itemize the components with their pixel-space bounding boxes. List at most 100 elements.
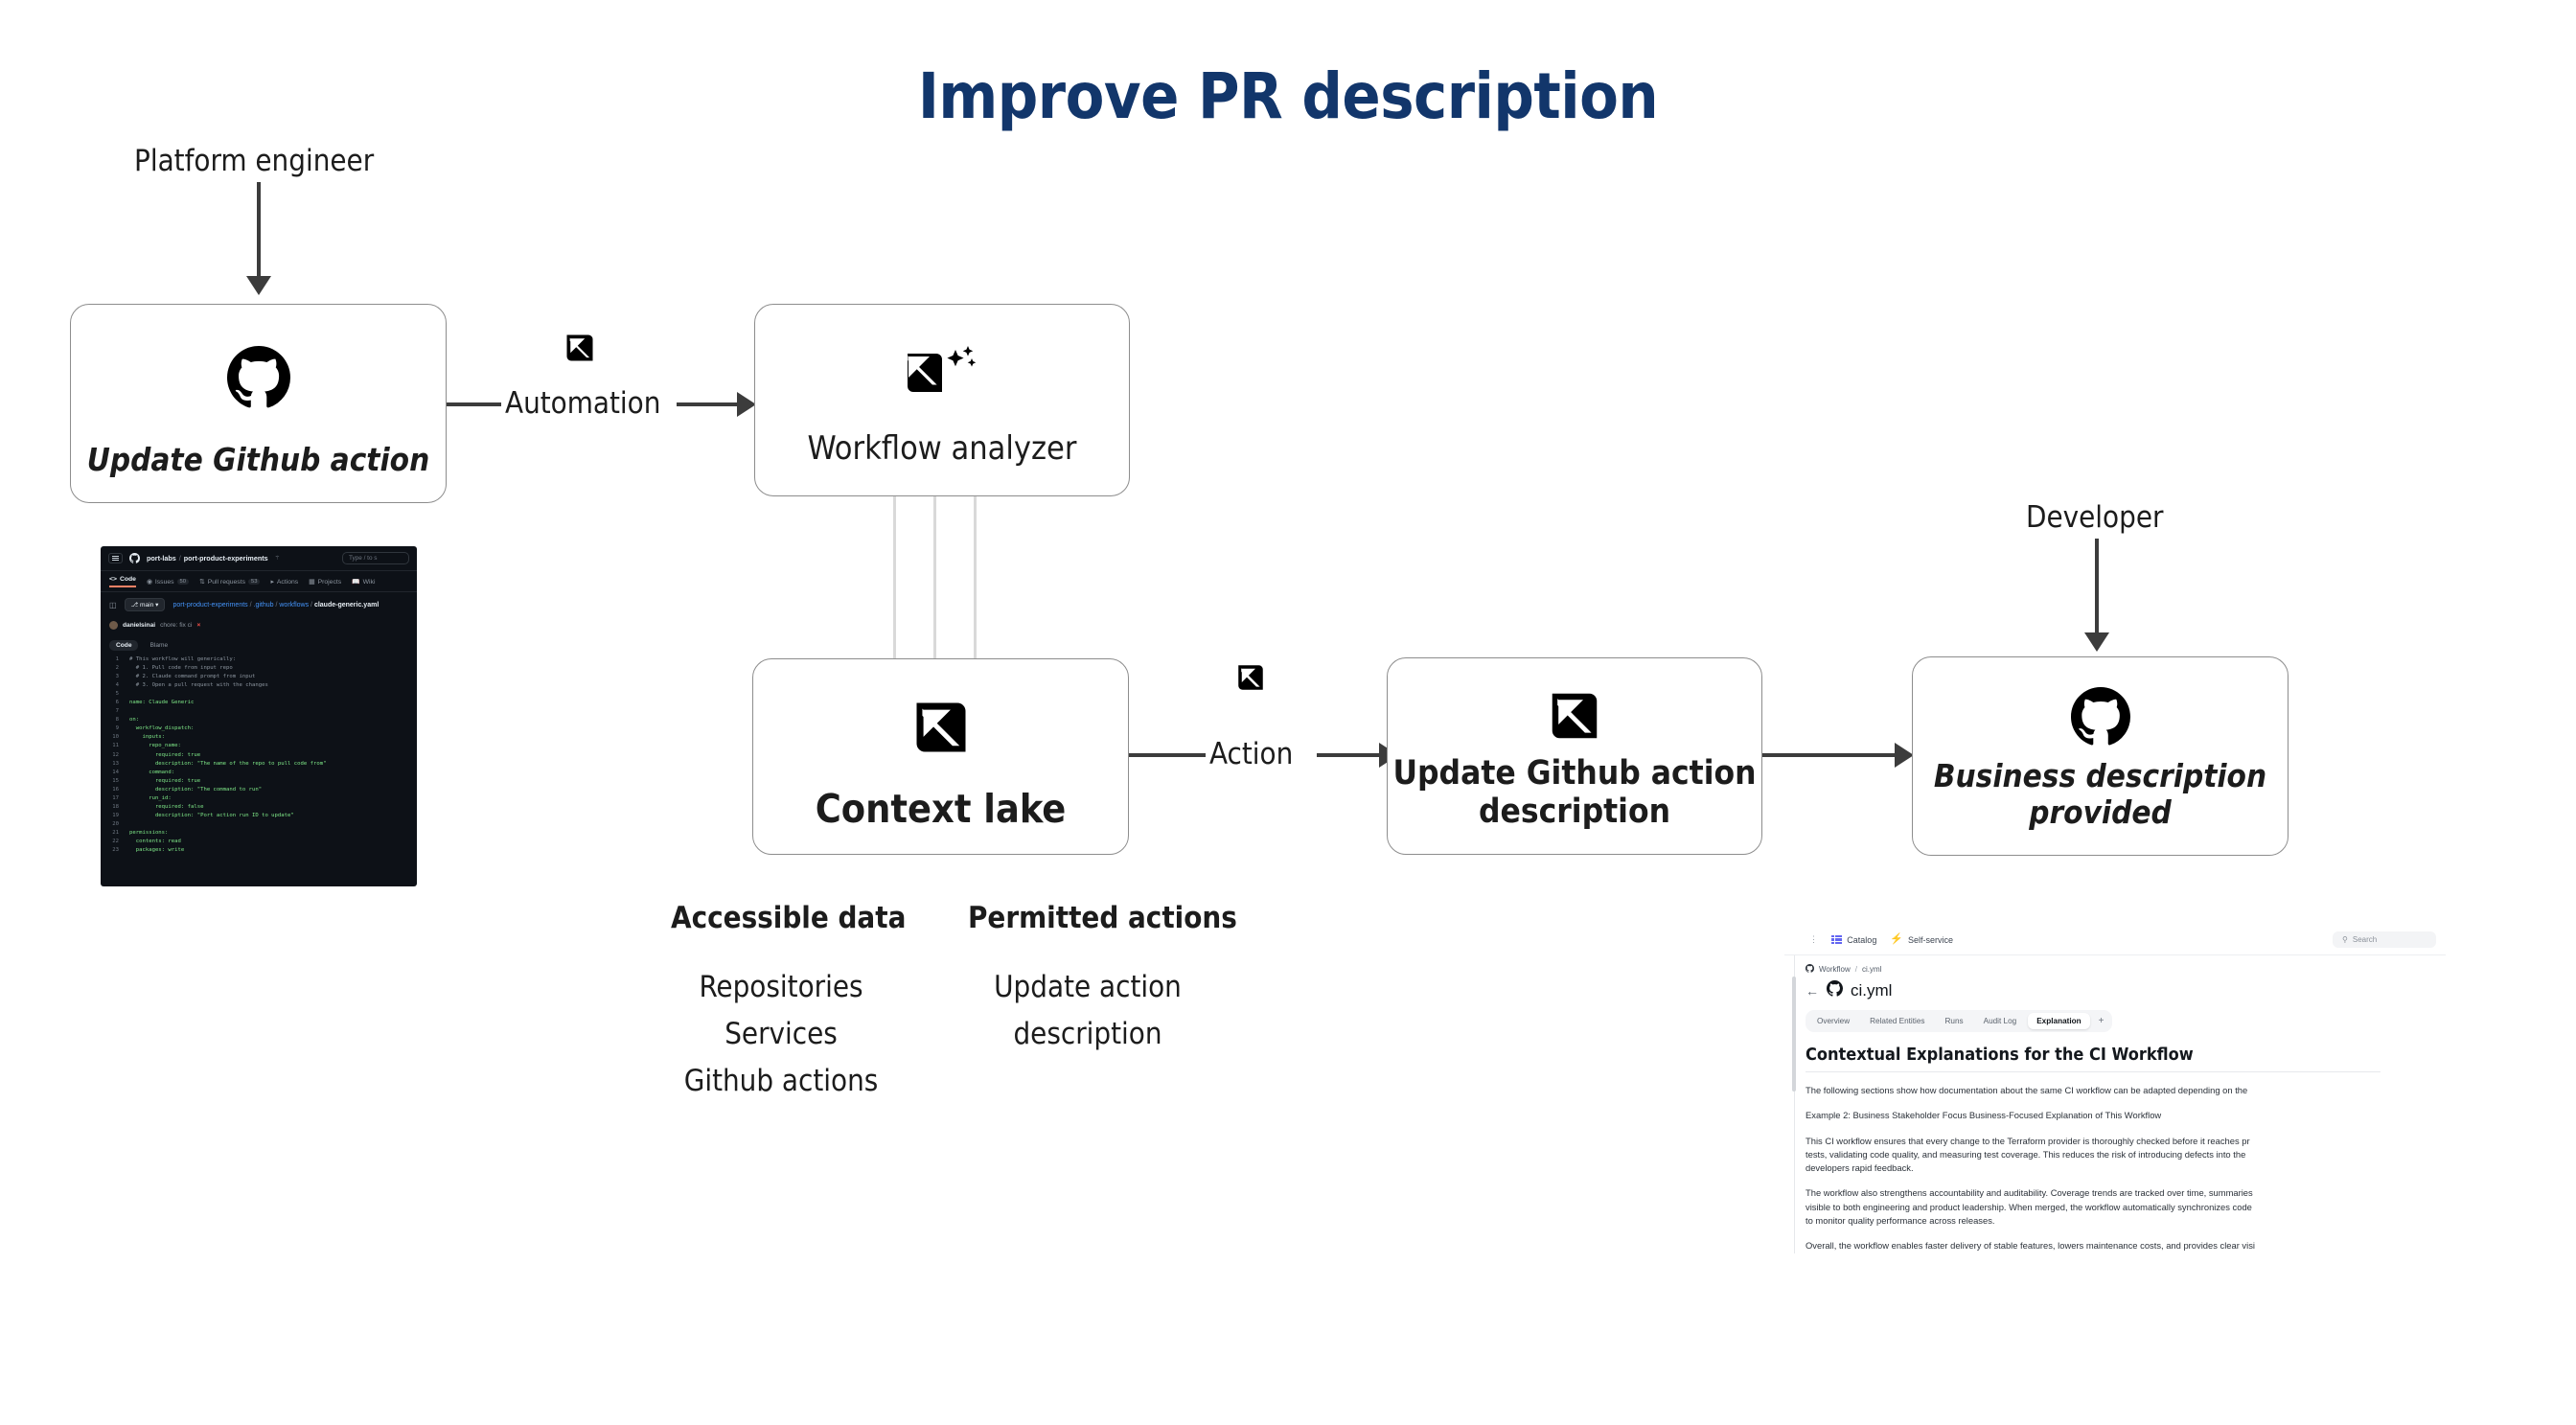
github-tab-wiki[interactable]: 📖 Wiki [352, 578, 375, 586]
github-owner[interactable]: port-labs [147, 554, 176, 563]
code-line-number: 4 [115, 682, 119, 689]
github-repo[interactable]: port-product-experiments [183, 554, 268, 563]
code-line-text: contents: read [129, 838, 181, 844]
github-commit-author[interactable]: danielsinai [123, 622, 156, 629]
column-heading-accessible-data: Accessible data [671, 901, 907, 935]
code-line-number: 12 [112, 751, 119, 758]
path-dir-1[interactable]: .github [253, 601, 274, 609]
code-line-number: 15 [112, 777, 119, 784]
code-icon: <> [109, 576, 117, 583]
code-line: 5 [101, 690, 417, 699]
code-line-text: # 3. Open a pull request with the change… [129, 682, 268, 689]
code-line: 17 run_id: [101, 794, 417, 803]
page-title: ci.yml [1851, 981, 1893, 1000]
entity-tabs: Overview Related Entities Runs Audit Log… [1806, 1010, 2113, 1032]
card-label-update-github-action: Update Github action [86, 441, 430, 479]
table-icon: ▦ [309, 579, 315, 586]
github-breadcrumb: port-labs/port-product-experiments [147, 554, 268, 563]
scrollbar[interactable] [1792, 977, 1796, 1092]
port-ai-sparkle-icon [902, 342, 982, 409]
hamburger-menu-icon[interactable] [108, 552, 123, 564]
github-icon [129, 553, 140, 563]
card-workflow-analyzer[interactable]: Workflow analyzer [754, 304, 1130, 496]
port-logo-icon [1234, 661, 1267, 694]
github-blame-tab[interactable]: Blame [150, 642, 169, 649]
github-tab-projects[interactable]: ▦ Projects [309, 578, 341, 586]
code-line: 7 [101, 707, 417, 716]
code-line: 11 repo_name: [101, 742, 417, 750]
explanation-paragraph: This CI workflow ensures that every chan… [1806, 1135, 2250, 1174]
code-line-number: 16 [112, 786, 119, 793]
port-explanation-screenshot[interactable]: ⋮ Catalog ⚡ Self-service ⚲ Search Workf [1784, 925, 2446, 1342]
github-code-tab[interactable]: Code [109, 640, 139, 651]
code-line-number: 11 [112, 743, 119, 749]
path-dir-2[interactable]: workflows [279, 601, 310, 609]
github-branch-name: main [140, 602, 154, 609]
breadcrumb-current: ci.yml [1861, 965, 1882, 974]
code-line-text: repo_name: [129, 743, 181, 749]
menu-edge-icon: ⋮ [1809, 934, 1818, 944]
tab-audit-log[interactable]: Audit Log [1983, 1017, 2017, 1025]
github-workflow-screenshot[interactable]: port-labs/port-product-experiments ⚚ Typ… [101, 546, 417, 886]
github-icon [1806, 964, 1814, 975]
connector-automation-right [677, 402, 738, 406]
card-update-github-action-description[interactable]: Update Github action description [1387, 657, 1762, 855]
catalog-grid-icon [1831, 934, 1843, 945]
code-line-number: 18 [112, 803, 119, 810]
tab-overview[interactable]: Overview [1817, 1017, 1851, 1025]
tab-explanation[interactable]: Explanation [2028, 1013, 2090, 1029]
accessible-data-item-0: Repositories [699, 970, 863, 1004]
card-label-line-1: Update Github action [1392, 754, 1757, 793]
add-tab-button[interactable]: + [2098, 1016, 2104, 1026]
tab-runs[interactable]: Runs [1944, 1017, 1964, 1025]
card-label-line-1: Business description [1933, 757, 2267, 795]
github-search-input[interactable]: Type / to s [342, 552, 409, 564]
code-line-number: 13 [112, 760, 119, 767]
avatar [109, 621, 118, 630]
github-code-viewer[interactable]: 1# This workflow will generically:2 # 1.… [101, 651, 417, 861]
breadcrumb-parent[interactable]: Workflow [1819, 965, 1851, 974]
port-search-input[interactable]: ⚲ Search [2333, 931, 2436, 948]
port-nav-self-service[interactable]: ⚡ Self-service [1890, 934, 1953, 945]
github-tab-actions[interactable]: ▸ Actions [270, 578, 298, 586]
accessible-data-item-1: Services [724, 1016, 838, 1051]
path-repo[interactable]: port-product-experiments [172, 601, 248, 609]
explanation-paragraph: Overall, the workflow enables faster del… [1806, 1240, 2255, 1252]
github-breadcrumb-separator: / [178, 554, 181, 563]
card-business-description-provided[interactable]: Business description provided [1912, 656, 2288, 856]
github-branch-selector[interactable]: ⎇ main ▾ [124, 598, 166, 611]
code-line-number: 14 [112, 769, 119, 775]
page-title: Improve PR description [917, 59, 1659, 133]
port-nav-label: Self-service [1908, 934, 1954, 945]
connector-analyzer-lake-3 [974, 496, 977, 659]
code-line-number: 7 [115, 708, 119, 715]
port-logo-icon [1545, 686, 1604, 746]
sidebar-divider [1794, 955, 1796, 1253]
connector-description-to-business-arrowhead [1895, 743, 1914, 768]
connector-automation-arrowhead [737, 392, 756, 417]
code-line: 2 # 1. Pull code from input repo [101, 664, 417, 673]
code-line-text: description: "The name of the repo to pu… [129, 760, 327, 767]
code-line-text: description: "The command to run" [129, 786, 263, 793]
tab-related-entities[interactable]: Related Entities [1870, 1017, 1925, 1025]
code-line: 9 workflow_dispatch: [101, 724, 417, 733]
back-arrow-icon[interactable]: ← [1806, 983, 1819, 999]
column-heading-permitted-actions: Permitted actions [968, 901, 1237, 935]
breadcrumb-separator: / [1854, 965, 1857, 974]
code-line-number: 22 [112, 838, 119, 844]
card-context-lake[interactable]: Context lake [752, 658, 1129, 855]
play-icon: ▸ [270, 579, 274, 586]
file-tree-icon[interactable]: ◫ [109, 600, 117, 609]
card-update-github-action[interactable]: Update Github action [70, 304, 447, 503]
github-tab-pull-requests[interactable]: ⇅ Pull requests 53 [199, 578, 261, 586]
github-tab-issues[interactable]: ◉ Issues 50 [147, 578, 189, 586]
ci-failed-icon[interactable]: × [196, 622, 201, 629]
github-icon [226, 346, 290, 409]
port-nav-catalog[interactable]: Catalog [1831, 935, 1876, 945]
connector-action-right [1317, 753, 1380, 757]
github-tab-code[interactable]: <> Code [109, 576, 136, 587]
code-line-text: on: [129, 717, 140, 724]
code-line: 22 contents: read [101, 838, 417, 846]
